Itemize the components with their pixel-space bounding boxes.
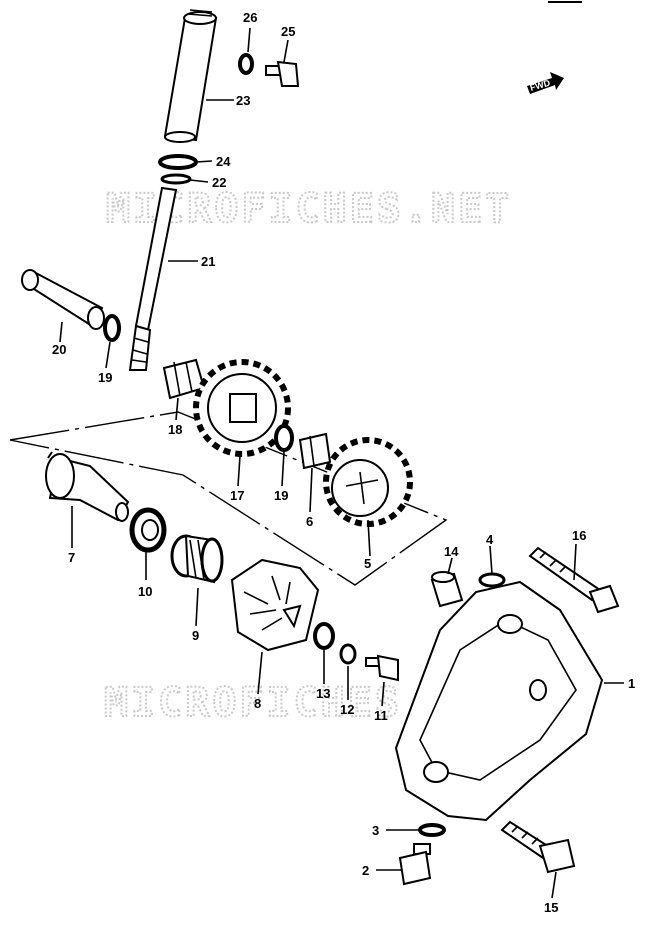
part-8-impeller [230, 558, 320, 652]
callout-10: 10 [138, 584, 152, 599]
assembly-outline [9, 411, 448, 586]
callout-13: 13 [316, 686, 330, 701]
callout-26: 26 [243, 10, 257, 25]
callout-12: 12 [340, 702, 354, 717]
callout-18: 18 [168, 422, 182, 437]
callout-16: 16 [572, 528, 586, 543]
callout-6: 6 [306, 514, 313, 529]
callout-3: 3 [372, 823, 379, 838]
part-1-pump-cover [394, 580, 604, 822]
callout-15: 15 [544, 900, 558, 915]
part-3-gasket [418, 823, 446, 837]
callout-7: 7 [68, 550, 75, 565]
callout-19-upper: 19 [98, 370, 112, 385]
callout-19-lower: 19 [274, 488, 288, 503]
part-9-mechanical-seal [170, 534, 224, 584]
callout-8: 8 [254, 696, 261, 711]
part-23-pipe [163, 9, 218, 143]
callout-5: 5 [364, 556, 371, 571]
part-20-sleeve [21, 269, 105, 330]
fwd-label: FWD [529, 78, 552, 93]
part-17-gear [193, 359, 291, 457]
part-26-washer [238, 53, 254, 75]
callout-23: 23 [236, 93, 250, 108]
part-11-bolt [365, 654, 399, 682]
callout-1: 1 [628, 676, 635, 691]
part-15-bolt [500, 820, 576, 874]
callout-4: 4 [486, 532, 494, 547]
part-7-impeller-shaft [45, 451, 130, 522]
part-4-o-ring [478, 572, 506, 588]
callout-24: 24 [216, 154, 231, 169]
callout-20: 20 [52, 342, 66, 357]
fwd-arrow-icon: FWD [527, 72, 564, 94]
part-14-dowel [430, 571, 464, 608]
part-5-gear [323, 437, 413, 527]
callout-22: 22 [212, 175, 226, 190]
part-25-bolt [265, 60, 300, 87]
part-12-gasket [339, 643, 357, 665]
callout-21: 21 [201, 254, 215, 269]
part-19-seal-b [274, 424, 294, 452]
callout-9: 9 [192, 628, 199, 643]
part-6-bushing [298, 432, 332, 470]
part-16-bolt [528, 546, 620, 614]
part-10-bearing [129, 507, 167, 553]
callout-2: 2 [362, 863, 369, 878]
callout-14: 14 [444, 544, 459, 559]
leader-lines [59, 27, 624, 899]
callout-11: 11 [374, 708, 388, 723]
part-19-seal-a [103, 314, 121, 342]
part-21-shaft [128, 186, 178, 371]
callout-17: 17 [230, 488, 244, 503]
callout-25: 25 [281, 24, 295, 39]
part-24-o-ring [158, 154, 198, 170]
part-2-drain-bolt [398, 843, 432, 886]
part-13-washer [313, 622, 335, 650]
part-22-washer [160, 173, 192, 185]
